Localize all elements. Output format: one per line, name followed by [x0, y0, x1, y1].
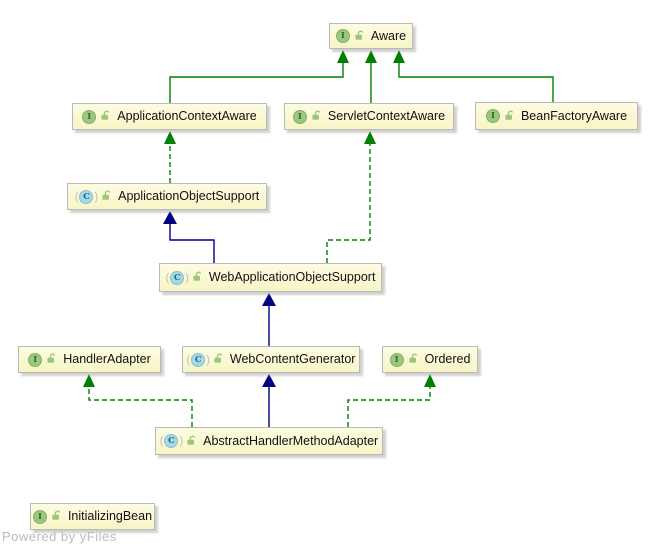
- node-servletcontextaware[interactable]: I ServletContextAware: [284, 103, 454, 130]
- arrowhead-implements-servletcontextaware: [364, 131, 376, 144]
- arrowhead-extends-aware-right: [393, 50, 405, 63]
- arrowhead-extends-aware-middle: [365, 50, 377, 63]
- node-ordered[interactable]: I Ordered: [382, 346, 478, 373]
- edge-abstracthandlermethodadapter-implements-ordered: [347, 386, 431, 427]
- unlocked-icon: [47, 353, 56, 363]
- node-label: WebApplicationObjectSupport: [208, 270, 376, 284]
- node-label: ApplicationObjectSupport: [118, 189, 260, 203]
- node-label: Ordered: [424, 352, 471, 366]
- node-applicationobjectsupport[interactable]: (C) ApplicationObjectSupport: [67, 183, 267, 210]
- arrowhead-extends-webapplicationobjectsupport: [262, 293, 276, 306]
- unlocked-icon: [408, 353, 417, 363]
- interface-icon: I: [485, 109, 500, 123]
- node-label: WebContentGenerator: [229, 352, 356, 366]
- node-abstracthandlermethodadapter[interactable]: (C) AbstractHandlerMethodAdapter: [155, 427, 383, 455]
- node-initializingbean[interactable]: I InitializingBean: [30, 503, 155, 530]
- node-applicationcontextaware[interactable]: I ApplicationContextAware: [72, 103, 267, 130]
- arrowhead-implements-ordered: [424, 374, 436, 387]
- arrowhead-extends-webcontentgenerator: [262, 374, 276, 387]
- unlocked-icon: [102, 190, 111, 200]
- node-aware[interactable]: I Aware: [329, 23, 413, 49]
- edge-webapplicationobjectsupport-implements-servletcontextaware: [326, 143, 371, 263]
- unlocked-icon: [187, 435, 196, 445]
- unlocked-icon: [52, 510, 61, 520]
- unlocked-icon: [101, 110, 110, 120]
- class-icon: (C): [165, 270, 189, 285]
- edge-webapplicationobjectsupport-extends-applicationobjectsupport: [169, 223, 215, 263]
- node-label: BeanFactoryAware: [520, 108, 628, 123]
- node-label: Aware: [370, 28, 407, 43]
- unlocked-icon: [193, 271, 202, 281]
- node-handleradapter[interactable]: I HandlerAdapter: [18, 346, 161, 373]
- edge-applicationcontextaware-extends-aware: [169, 62, 344, 103]
- arrowhead-extends-aware-left: [337, 50, 349, 63]
- class-icon: (C): [74, 189, 99, 204]
- node-label: AbstractHandlerMethodAdapter: [203, 433, 379, 448]
- node-label: ServletContextAware: [327, 109, 446, 123]
- node-label: InitializingBean: [67, 509, 153, 523]
- node-label: HandlerAdapter: [63, 352, 151, 366]
- unlocked-icon: [355, 30, 364, 40]
- yfiles-watermark: Powered by yFiles: [2, 529, 117, 544]
- interface-icon: I: [32, 509, 47, 524]
- class-icon: (C): [159, 434, 184, 448]
- unlocked-icon: [214, 353, 223, 363]
- interface-icon: I: [82, 109, 97, 124]
- class-icon: (C): [186, 352, 210, 367]
- interface-icon: I: [335, 29, 350, 43]
- arrowhead-extends-applicationobjectsupport: [163, 211, 177, 224]
- arrowhead-implements-handleradapter: [83, 374, 95, 387]
- node-webcontentgenerator[interactable]: (C) WebContentGenerator: [182, 346, 360, 373]
- edge-beanfactoryaware-extends-aware: [398, 62, 554, 102]
- node-beanfactoryaware[interactable]: I BeanFactoryAware: [475, 102, 638, 130]
- interface-icon: I: [28, 352, 43, 367]
- unlocked-icon: [312, 110, 321, 120]
- edge-abstracthandlermethodadapter-implements-handleradapter: [88, 386, 193, 427]
- interface-icon: I: [292, 109, 307, 124]
- interface-icon: I: [389, 352, 404, 367]
- unlocked-icon: [505, 110, 514, 120]
- node-webapplicationobjectsupport[interactable]: (C) WebApplicationObjectSupport: [159, 263, 382, 292]
- arrowhead-implements-applicationcontextaware: [164, 131, 176, 144]
- node-label: ApplicationContextAware: [117, 109, 257, 123]
